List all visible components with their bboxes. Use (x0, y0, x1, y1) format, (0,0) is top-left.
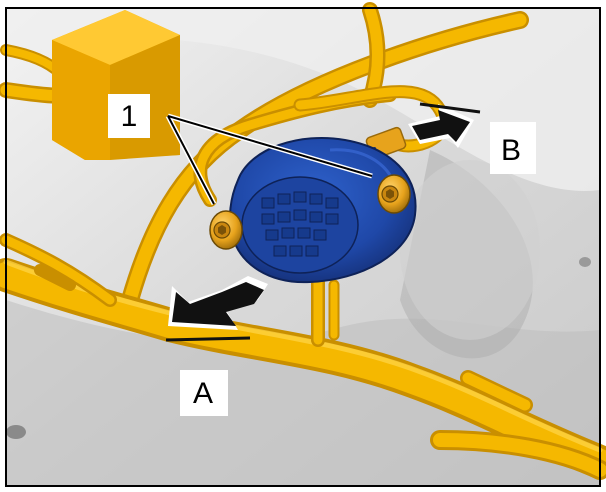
figure-frame (5, 7, 601, 487)
callout-1-leaders (165, 113, 373, 206)
bolt-right (377, 174, 411, 214)
callout-label-1: 1 (108, 94, 150, 138)
callout-1-text: 1 (121, 100, 138, 133)
removal-direction-arrow-icon (165, 276, 268, 342)
bolt-left (209, 210, 243, 250)
callout-a-text: A (193, 377, 213, 410)
callout-label-a: A (180, 370, 228, 416)
connector-direction-arrow-icon (408, 102, 481, 148)
hex-socket-bolt-icon (209, 174, 411, 250)
callout-label-b: B (490, 122, 536, 174)
callout-b-text: B (501, 134, 521, 167)
